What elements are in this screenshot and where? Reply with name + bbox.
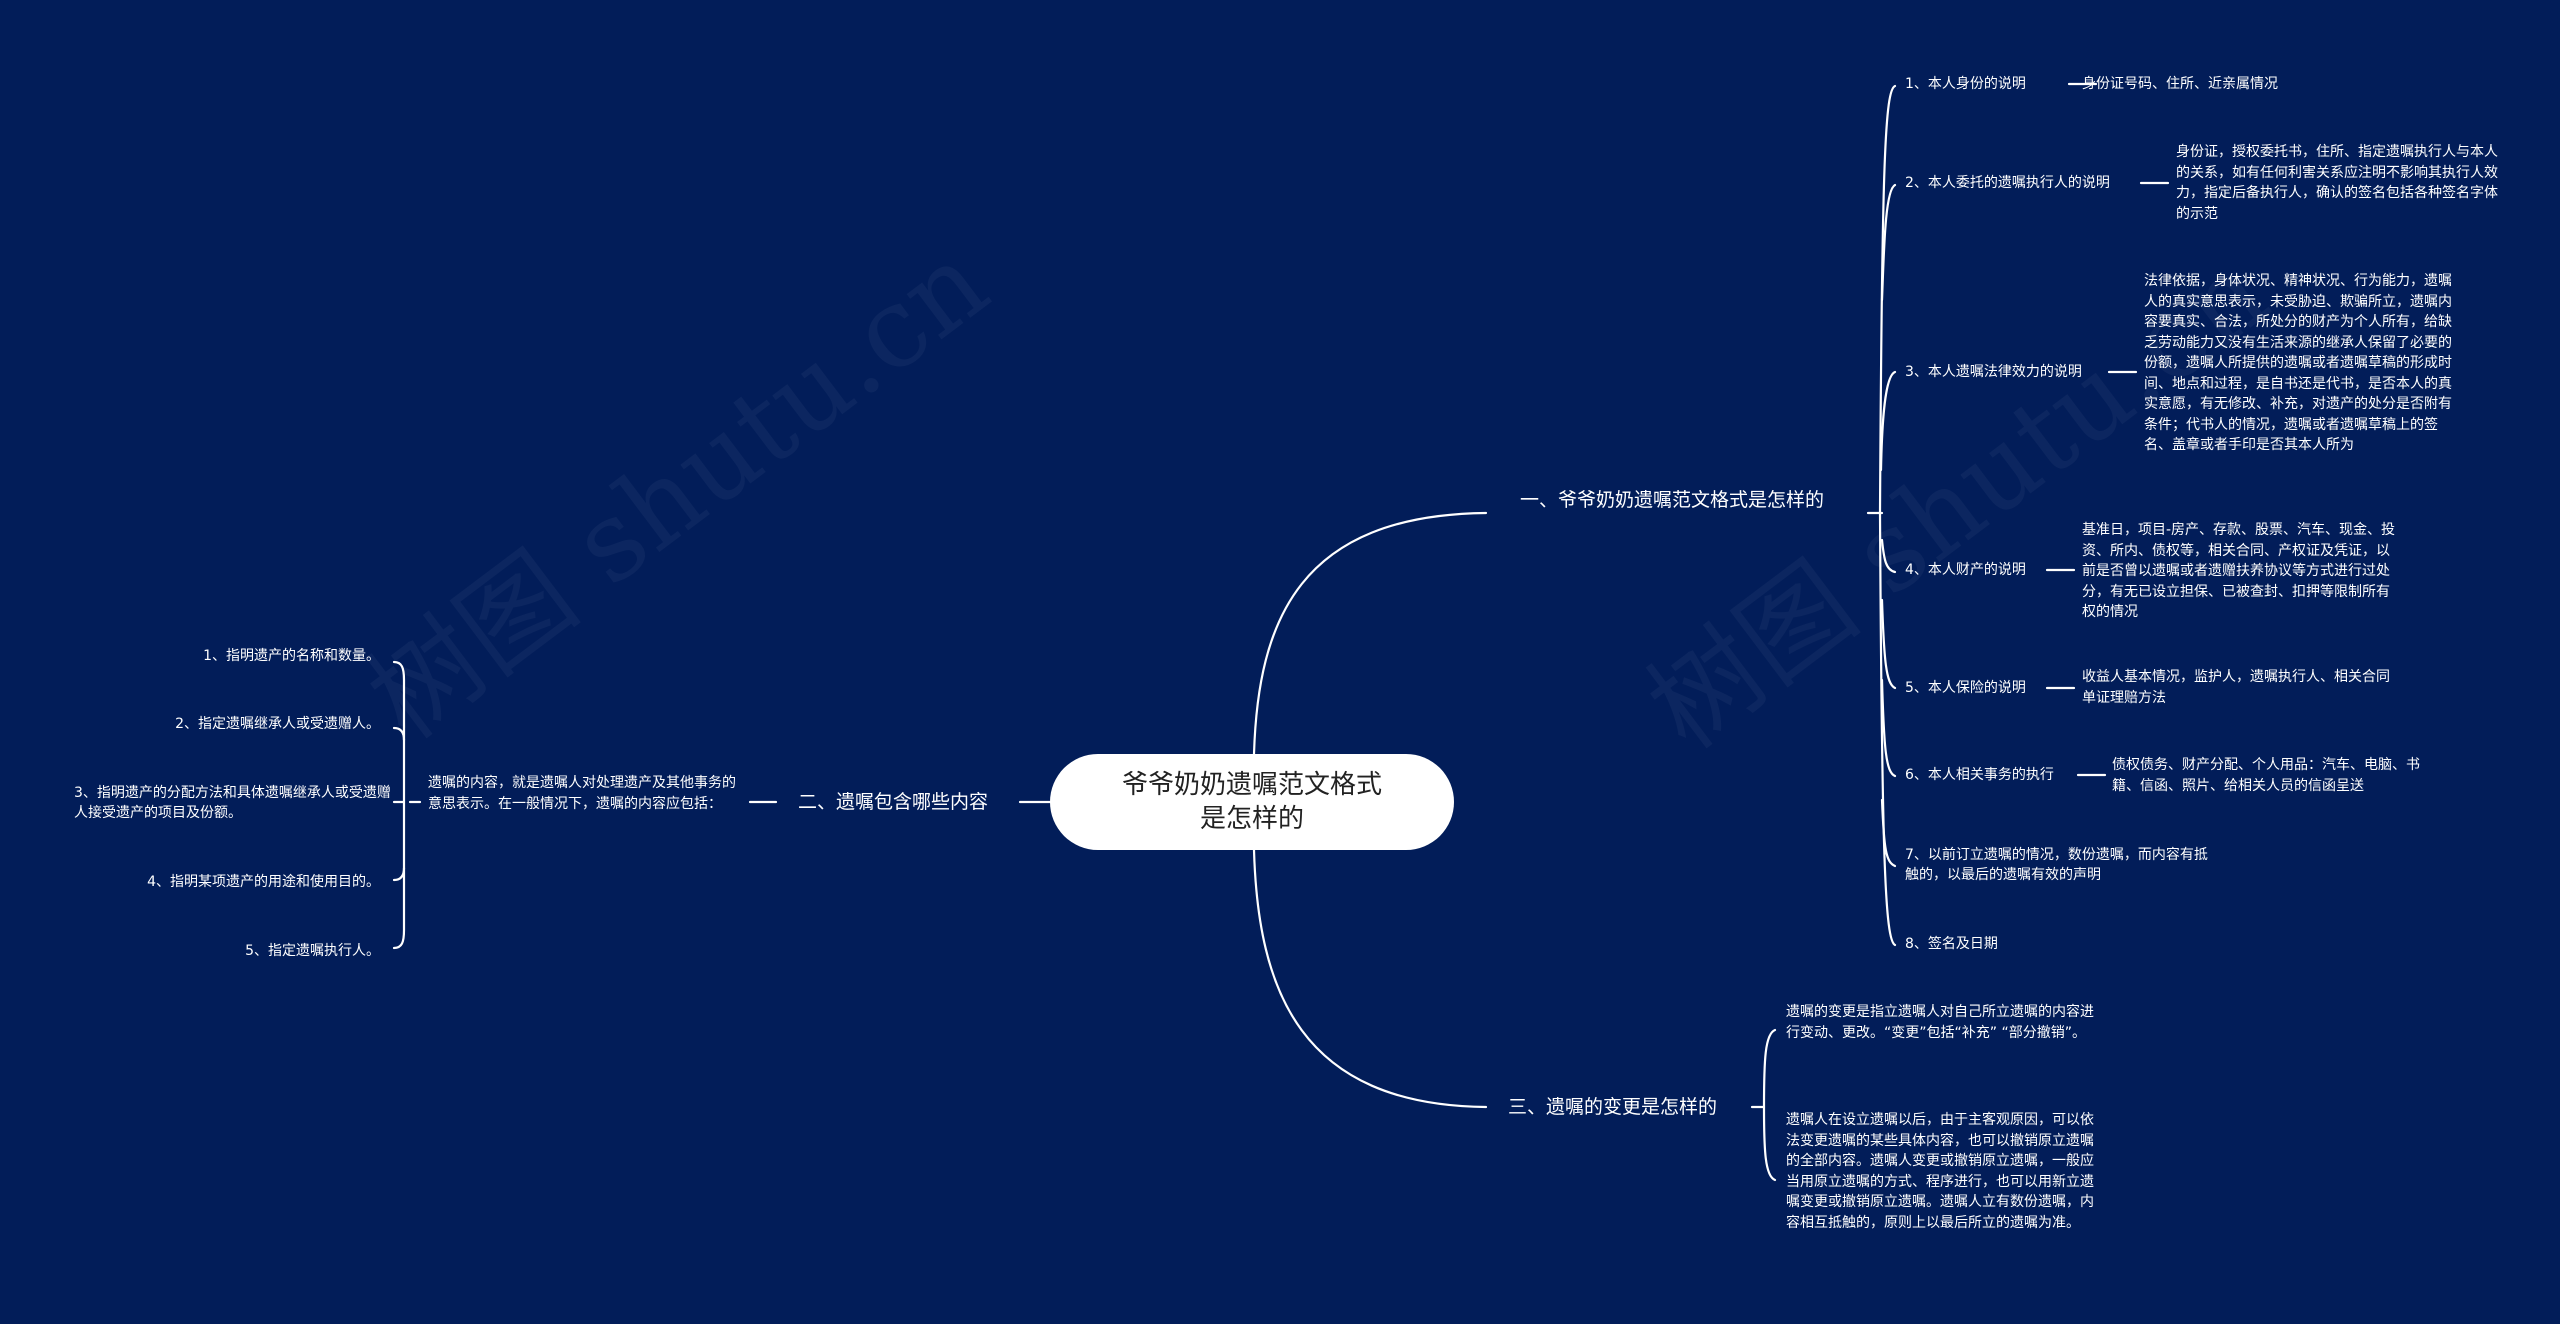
format-item-3[interactable]: 3、本人遗嘱法律效力的说明: [1905, 364, 2082, 380]
format-item-8[interactable]: 8、签名及日期: [1905, 936, 1998, 952]
change-item-1[interactable]: 遗嘱的变更是指立遗嘱人对自己所立遗嘱的内容进行变动、更改。“变更”包括“补充” …: [1786, 1004, 2094, 1041]
format-item-4-detail: 基准日，项目-房产、存款、股票、汽车、现金、投资、所内、债权等，相关合同、产权证…: [2082, 522, 2396, 620]
format-item-1-detail: 身份证号码、住所、近亲属情况: [2082, 76, 2278, 92]
change-item-2[interactable]: 遗嘱人在设立遗嘱以后，由于主客观原因，可以依法变更遗嘱的某些具体内容，也可以撤销…: [1786, 1112, 2094, 1231]
contents-item-3[interactable]: 3、指明遗产的分配方法和具体遗嘱继承人或受遗赠人接受遗产的项目及份额。: [74, 785, 391, 821]
format-item-5-detail: 收益人基本情况，监护人，遗嘱执行人、相关合同单证理赔方法: [2082, 669, 2390, 706]
watermark-left: 树图 shutu.cn: [330, 197, 1014, 767]
contents-item-4[interactable]: 4、指明某项遗产的用途和使用目的。: [147, 874, 380, 890]
format-item-5[interactable]: 5、本人保险的说明: [1905, 680, 2026, 696]
format-item-7[interactable]: 7、以前订立遗嘱的情况，数份遗嘱，而内容有抵触的，以最后的遗嘱有效的声明: [1905, 847, 2208, 883]
contents-item-1[interactable]: 1、指明遗产的名称和数量。: [203, 648, 380, 664]
contents-item-2[interactable]: 2、指定遗嘱继承人或受遗赠人。: [175, 716, 380, 732]
contents-intro: 遗嘱的内容，就是遗嘱人对处理遗产及其他事务的意思表示。在一般情况下，遗嘱的内容应…: [428, 775, 736, 812]
root-node[interactable]: 爷爷奶奶遗嘱范文格式是怎样的: [1050, 754, 1454, 850]
format-item-3-detail: 法律依据，身体状况、精神状况、行为能力，遗嘱人的真实意思表示，未受胁迫、欺骗所立…: [2144, 273, 2452, 453]
format-item-2[interactable]: 2、本人委托的遗嘱执行人的说明: [1905, 175, 2110, 191]
format-item-4[interactable]: 4、本人财产的说明: [1905, 562, 2026, 578]
branch-node-contents[interactable]: 二、遗嘱包含哪些内容: [798, 791, 989, 813]
format-item-2-detail: 身份证，授权委托书，住所、指定遗嘱执行人与本人的关系，如有任何利害关系应注明不影…: [2176, 144, 2498, 222]
branch-node-change[interactable]: 三、遗嘱的变更是怎样的: [1508, 1096, 1718, 1118]
format-item-1[interactable]: 1、本人身份的说明: [1905, 76, 2026, 92]
format-item-6[interactable]: 6、本人相关事务的执行: [1905, 767, 2054, 783]
branch-node-format[interactable]: 一、爷爷奶奶遗嘱范文格式是怎样的: [1520, 489, 1825, 511]
format-item-6-detail: 债权债务、财产分配、个人用品：汽车、电脑、书籍、信函、照片、给相关人员的信函呈送: [2112, 757, 2420, 794]
contents-item-5[interactable]: 5、指定遗嘱执行人。: [245, 943, 380, 959]
